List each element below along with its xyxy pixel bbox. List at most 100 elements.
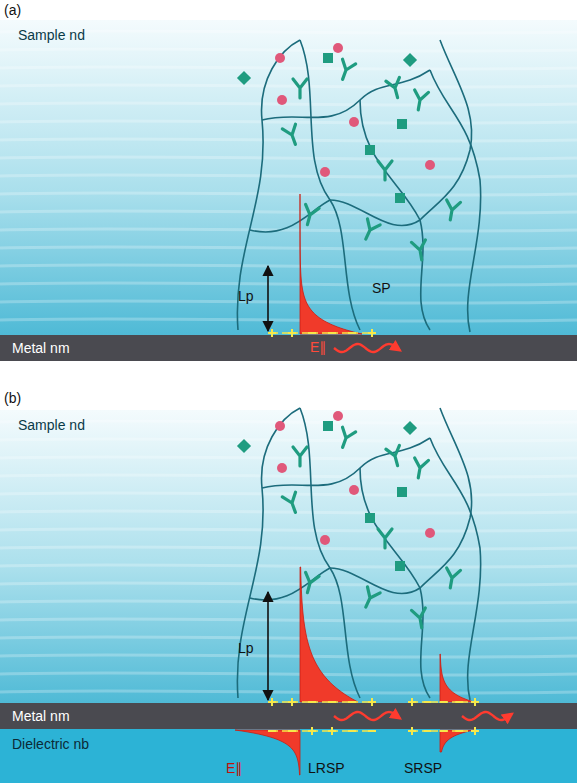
streak [0, 655, 577, 657]
charge-sign [328, 332, 336, 334]
analyte-molecule [349, 117, 359, 127]
charge-sign [348, 701, 356, 703]
metal-layer [0, 335, 577, 361]
streak [0, 283, 577, 285]
field-profile [300, 567, 358, 702]
polymer-chain [250, 568, 330, 600]
charge-sign [368, 329, 376, 337]
dielectric-layer [0, 729, 577, 783]
analyte-molecule [320, 167, 330, 177]
polymer-chain [430, 438, 481, 700]
streak [0, 157, 577, 159]
streak [0, 211, 577, 213]
sample-region [0, 20, 577, 335]
antibody [301, 204, 319, 226]
mode-label: LRSP [308, 760, 345, 776]
analyte-molecule [333, 43, 343, 53]
polymer-chain [330, 200, 420, 226]
analyte-molecule [425, 160, 435, 170]
charge-sign [308, 701, 316, 703]
antibody [359, 219, 380, 242]
panel-letter: (a) [4, 2, 21, 18]
streak [0, 565, 577, 567]
charge-sign [471, 727, 479, 735]
depth-arrow [267, 592, 269, 700]
analyte-molecule [275, 421, 285, 431]
charge-sign [328, 727, 336, 735]
target-molecule [397, 487, 407, 497]
antibody [336, 59, 356, 82]
antibody [411, 458, 428, 479]
analyte-molecule [333, 411, 343, 421]
streak [0, 493, 577, 495]
streak [0, 583, 577, 585]
sample-region [0, 410, 577, 703]
antibody [378, 161, 392, 180]
charge-sign [308, 727, 316, 735]
mode-label: SRSP [404, 760, 442, 776]
charge-sign [455, 701, 463, 703]
streak [0, 691, 577, 693]
streak [0, 247, 577, 249]
field-label: E∥ [310, 339, 326, 355]
target-molecule [365, 145, 375, 155]
streak [0, 139, 577, 141]
target-molecule [323, 53, 333, 63]
band-label: Sample nd [18, 417, 85, 433]
polymer-chain [262, 70, 430, 120]
field-profile [440, 654, 474, 702]
antibody [336, 427, 356, 450]
streak [0, 121, 577, 123]
analyte-molecule [425, 528, 435, 538]
analyte-molecule [349, 485, 359, 495]
charge-sign [268, 730, 276, 732]
polymer-chain [430, 70, 481, 332]
depth-arrow [267, 266, 269, 331]
charge-sign [455, 730, 463, 732]
polymer-network [237, 408, 480, 700]
streak [0, 103, 577, 105]
charge-line [272, 730, 372, 731]
streak [0, 529, 577, 531]
depth-label: Lp [238, 288, 254, 304]
streak [0, 637, 577, 639]
band-label: Metal nm [12, 340, 70, 356]
sample-band: Sample nd [0, 20, 577, 335]
dielectric-band: Dielectric nb [0, 729, 577, 783]
target-molecule [365, 513, 375, 523]
charge-line [412, 701, 475, 702]
charge-sign [268, 329, 276, 337]
streak [0, 49, 577, 51]
target-molecule [403, 421, 417, 435]
streak [0, 265, 577, 267]
antibody [301, 572, 319, 594]
target-molecule [323, 421, 333, 431]
depth-label: Lp [238, 640, 254, 656]
charge-sign [288, 329, 296, 337]
streak [0, 421, 577, 423]
polymer-network [237, 40, 480, 332]
charge-sign [440, 730, 448, 732]
panel-letter: (b) [4, 390, 21, 406]
streak [0, 31, 577, 33]
antibody [282, 124, 302, 147]
field-profile [440, 730, 474, 752]
charge-sign [424, 701, 432, 703]
charge-sign [268, 698, 276, 706]
charge-sign [348, 332, 356, 334]
metal-layer [0, 703, 577, 729]
streak [0, 193, 577, 195]
streak [0, 319, 577, 321]
field-profile [300, 194, 362, 334]
streak [0, 301, 577, 303]
streak [0, 439, 577, 441]
target-molecule [237, 71, 251, 85]
charge-sign [288, 698, 296, 706]
wave-arrow [462, 712, 512, 720]
charge-sign [471, 698, 479, 706]
charge-sign [368, 730, 376, 732]
antibody [293, 79, 307, 98]
streak [0, 85, 577, 87]
analyte-molecule [277, 95, 287, 105]
